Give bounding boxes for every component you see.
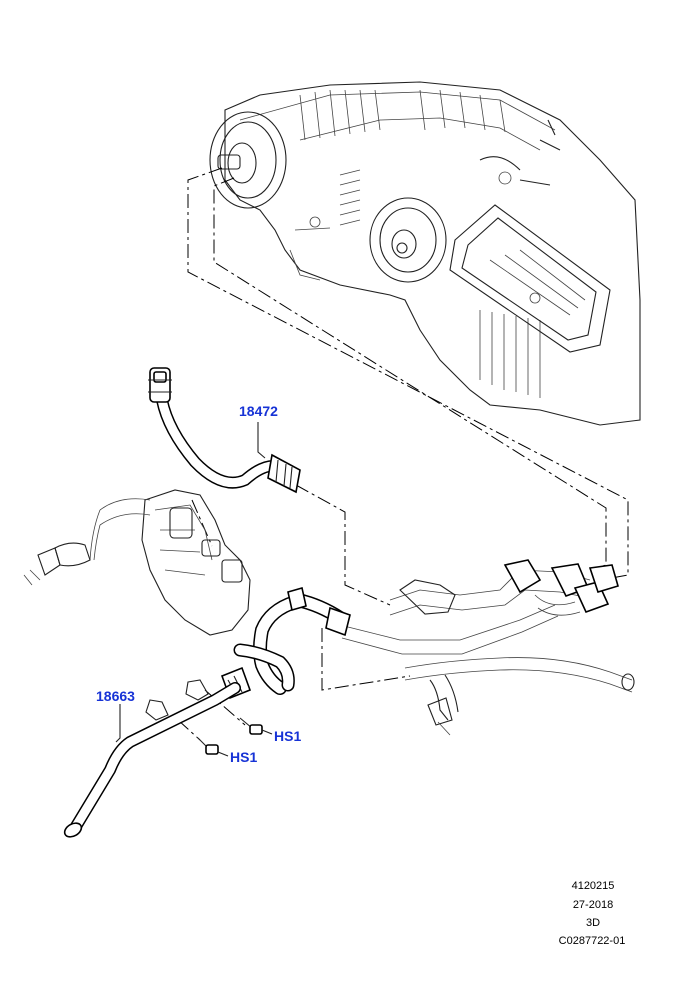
hvac-housing-assembly (209, 81, 641, 426)
hose-18472 (148, 367, 301, 494)
pipe-18663 (63, 679, 241, 838)
callout-hs1-upper: HS1 (274, 728, 302, 744)
footer-ref-number: 4120215 (571, 880, 615, 892)
leader-lines (115, 422, 266, 743)
valve-body-assembly (23, 489, 251, 636)
middle-round-port (369, 197, 447, 283)
fastener-bolt-2 (197, 737, 229, 757)
footer-date-code: 27-2018 (572, 899, 614, 911)
housing-ribs (299, 89, 541, 398)
footer-view-type: 3D (585, 917, 601, 929)
callout-hs1-lower: HS1 (230, 749, 258, 765)
right-hose-assembly (339, 559, 619, 655)
callout-18663: 18663 (96, 688, 135, 704)
filter-opening (449, 204, 611, 353)
callout-18472: 18472 (239, 403, 278, 419)
fastener-bolt-1 (239, 717, 273, 735)
lower-coolant-pipe (404, 657, 635, 736)
central-coupling-hoses (220, 586, 351, 700)
left-round-port (209, 111, 287, 209)
footer-illustration-id: C0287722-01 (558, 935, 626, 947)
